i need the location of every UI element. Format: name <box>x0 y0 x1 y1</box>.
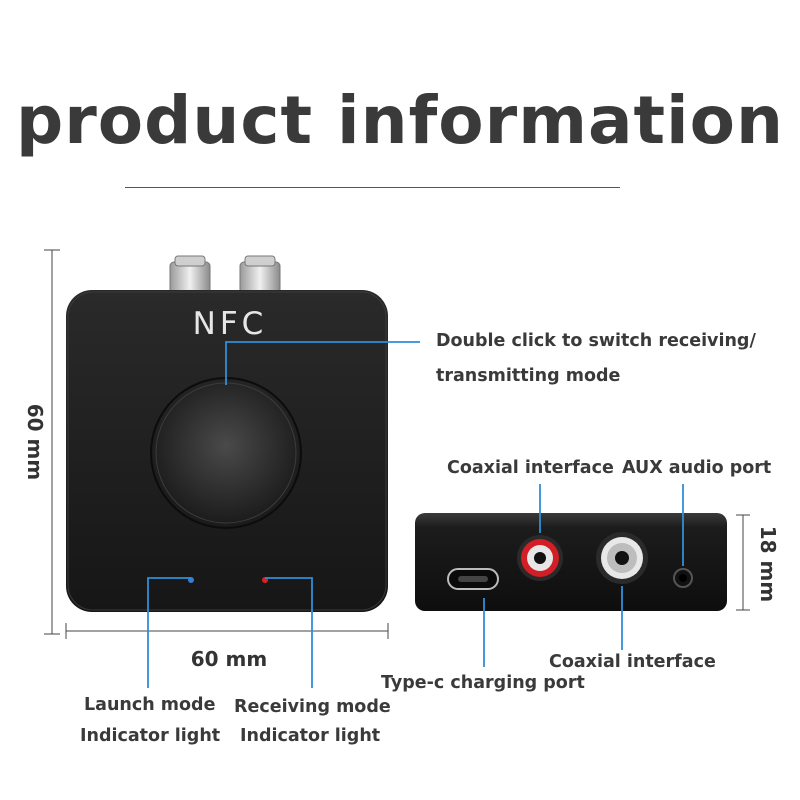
typec-callout: Type-c charging port <box>381 673 585 693</box>
aux-callout: AUX audio port <box>622 458 772 478</box>
depth-dimension: 18 mm <box>756 524 780 604</box>
button-callout-line2: transmitting mode <box>436 366 621 386</box>
width-dimension: 60 mm <box>184 647 274 671</box>
height-dimension: 60 mm <box>23 402 47 482</box>
depth-dimension-label: 18 mm <box>756 525 780 603</box>
coaxial-bottom-callout: Coaxial interface <box>549 652 716 672</box>
receiving-callout-line1: Receiving mode <box>234 697 391 717</box>
dimension-lines <box>44 249 750 639</box>
width-dimension-label: 60 mm <box>190 647 268 671</box>
switch-button <box>150 377 302 529</box>
device-side-view <box>415 513 727 611</box>
button-callout-line1: Double click to switch receiving/ <box>436 331 756 351</box>
leader-lines <box>147 341 684 688</box>
page-title: product information <box>15 82 785 159</box>
height-dimension-label: 60 mm <box>23 403 47 481</box>
coaxial-top-callout: Coaxial interface <box>447 458 614 478</box>
launch-callout-line2: Indicator light <box>80 726 221 746</box>
title-divider <box>125 187 620 188</box>
nfc-label: NFC <box>192 306 268 342</box>
top-rca-jacks <box>169 255 281 295</box>
launch-callout-line1: Launch mode <box>84 695 216 715</box>
receiving-callout-line2: Indicator light <box>240 726 381 746</box>
